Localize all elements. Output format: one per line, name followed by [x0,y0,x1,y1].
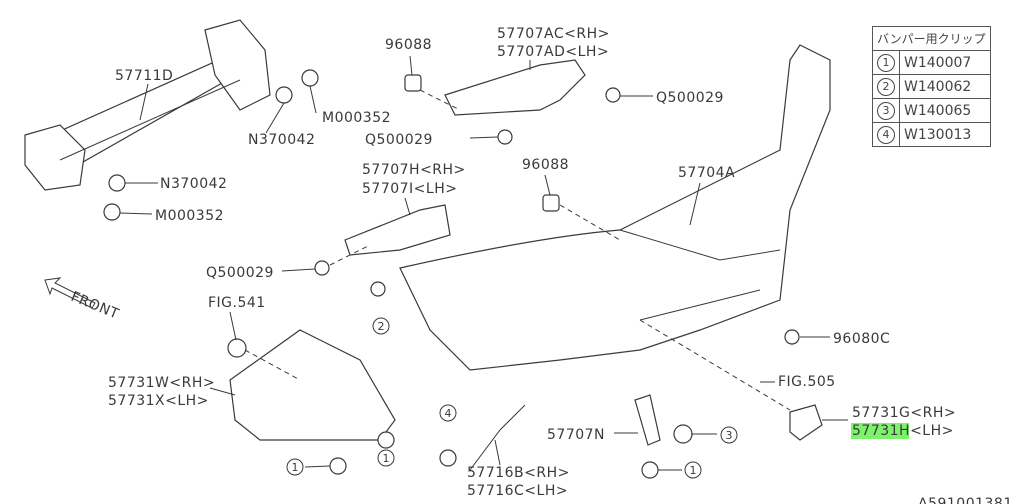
label-57716c[interactable]: 57716C<LH> [467,483,568,499]
callout-1-mid[interactable]: 1 [377,449,395,467]
label-96088-mid[interactable]: 96088 [522,157,569,173]
callout-1-right[interactable]: 1 [684,461,702,479]
callout-3[interactable]: 3 [720,426,738,444]
highlight-marker [851,423,909,439]
bracket-bottom-drawing [634,394,661,446]
label-n370042-left[interactable]: N370042 [160,176,227,192]
front-label: FRONT [69,289,122,323]
clip-part-number[interactable]: W140007 [899,50,991,75]
clip-part-number[interactable]: W140065 [899,98,991,123]
label-57707n[interactable]: 57707N [547,427,605,443]
label-n370042-top[interactable]: N370042 [248,132,315,148]
label-96088-top[interactable]: 96088 [385,37,432,53]
label-96080c[interactable]: 96080C [833,331,890,347]
label-57707ad[interactable]: 57707AD<LH> [497,44,609,60]
label-57731g[interactable]: 57731G<RH> [852,405,956,421]
label-q500029-mid[interactable]: Q500029 [365,132,433,148]
callout-1-left[interactable]: 1 [286,458,304,476]
callout-4[interactable]: 4 [439,404,457,422]
svg-text:4: 4 [445,407,452,420]
label-q500029-left[interactable]: Q500029 [206,265,274,281]
harness-drawing [469,404,526,471]
label-q500029-right[interactable]: Q500029 [656,90,724,106]
label-m000352-top[interactable]: M000352 [322,110,391,126]
label-57731x[interactable]: 57731X<LH> [108,393,209,409]
svg-text:1: 1 [292,461,299,474]
label-57707h[interactable]: 57707H<RH> [362,162,466,178]
fasteners [103,69,800,479]
leader-lines [119,55,848,471]
label-fig541[interactable]: FIG.541 [208,295,266,311]
label-57711d[interactable]: 57711D [115,68,173,84]
label-57707ac[interactable]: 57707AC<RH> [497,26,610,42]
clip-table-header: バンパー用クリップ [872,26,991,51]
label-57716b[interactable]: 57716B<RH> [467,465,570,481]
svg-text:2: 2 [378,320,385,333]
svg-text:1: 1 [690,464,697,477]
label-57731w[interactable]: 57731W<RH> [108,375,215,391]
reflector-drawing [789,404,823,441]
bracket-top-drawing [444,59,586,116]
clip-part-number[interactable]: W140062 [899,74,991,99]
label-m000352-left[interactable]: M000352 [155,208,224,224]
svg-text:1: 1 [383,452,390,465]
callout-2[interactable]: 2 [372,317,390,335]
bracket-mid-drawing [344,204,451,256]
label-57731h[interactable]: 57731H<LH> [852,423,954,439]
front-arrow-icon [44,277,96,309]
svg-text:3: 3 [726,429,733,442]
clip-part-number[interactable]: W130013 [899,122,991,147]
label-57707i[interactable]: 57707I<LH> [362,181,457,197]
bumper-drawing [399,44,831,371]
guard-drawing [229,329,396,441]
label-fig505[interactable]: FIG.505 [778,374,836,390]
diagram-id: A591001381 [918,496,1013,504]
rear-beam-drawing [24,19,271,191]
label-57704a[interactable]: 57704A [678,165,735,181]
